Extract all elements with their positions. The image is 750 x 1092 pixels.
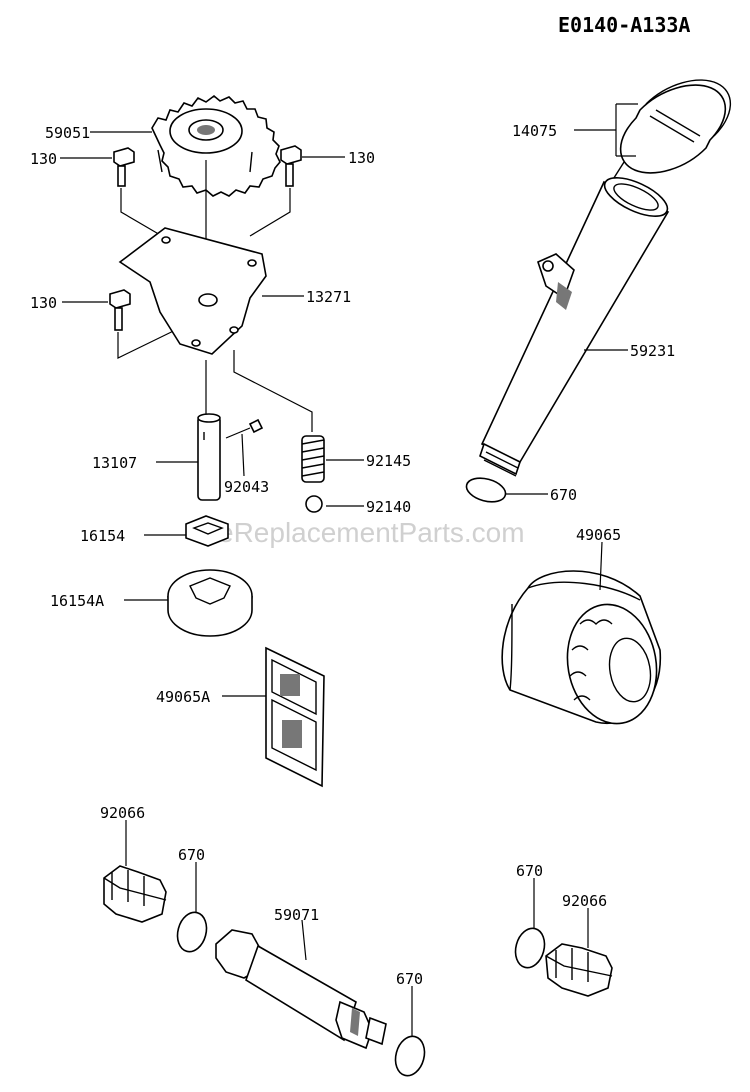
- watermark: eReplacementParts.com: [218, 517, 525, 548]
- label-92066-right: 92066: [562, 892, 607, 910]
- ball-92140[interactable]: [305, 495, 323, 513]
- drain-plug-92066-right[interactable]: [545, 943, 613, 997]
- label-92043: 92043: [224, 478, 269, 496]
- label-59051: 59051: [45, 124, 90, 142]
- label-92145: 92145: [366, 452, 411, 470]
- bolt-130-right[interactable]: [280, 145, 302, 187]
- label-13107: 13107: [92, 454, 137, 472]
- label-130-top-right: 130: [348, 149, 375, 167]
- label-92066-left: 92066: [100, 804, 145, 822]
- label-14075: 14075: [512, 122, 557, 140]
- label-670-right: 670: [516, 862, 543, 880]
- gear-59051[interactable]: [151, 94, 281, 197]
- oil-screen-49065A[interactable]: [265, 646, 325, 788]
- label-59231: 59231: [630, 342, 675, 360]
- pump-cover-plate-13271[interactable]: [118, 227, 267, 355]
- oil-filter-49065[interactable]: [501, 570, 666, 731]
- dipstick-14075[interactable]: [604, 79, 732, 193]
- label-16154: 16154: [80, 527, 125, 545]
- label-16154A: 16154A: [50, 592, 104, 610]
- inner-rotor-16154[interactable]: [185, 515, 229, 547]
- label-92140: 92140: [366, 498, 411, 516]
- o-ring-670-bottom-right[interactable]: [391, 1033, 428, 1079]
- o-ring-670-bottom-left[interactable]: [173, 909, 210, 955]
- label-670-tube: 670: [550, 486, 577, 504]
- label-59071: 59071: [274, 906, 319, 924]
- label-49065: 49065: [576, 526, 621, 544]
- label-670-bottom-left: 670: [178, 846, 205, 864]
- pin-92043[interactable]: [225, 418, 264, 439]
- label-670-bottom-right: 670: [396, 970, 423, 988]
- pump-shaft-13107[interactable]: [197, 413, 221, 501]
- o-ring-670-right[interactable]: [511, 925, 548, 971]
- label-130-top-left: 130: [30, 150, 57, 168]
- outer-rotor-16154A[interactable]: [167, 569, 253, 637]
- diagram-id: E0140-A133A: [558, 13, 690, 37]
- oil-pipe-59071[interactable]: [215, 929, 387, 1050]
- o-ring-670-tube[interactable]: [464, 474, 508, 506]
- bolt-130-left[interactable]: [113, 147, 135, 187]
- label-130-lower: 130: [30, 294, 57, 312]
- label-49065A: 49065A: [156, 688, 210, 706]
- label-13271: 13271: [306, 288, 351, 306]
- spring-92145[interactable]: [301, 435, 325, 483]
- drain-plug-92066-left[interactable]: [103, 865, 167, 923]
- oil-filler-tube-59231[interactable]: [479, 170, 673, 477]
- bolt-130-lower[interactable]: [109, 289, 131, 331]
